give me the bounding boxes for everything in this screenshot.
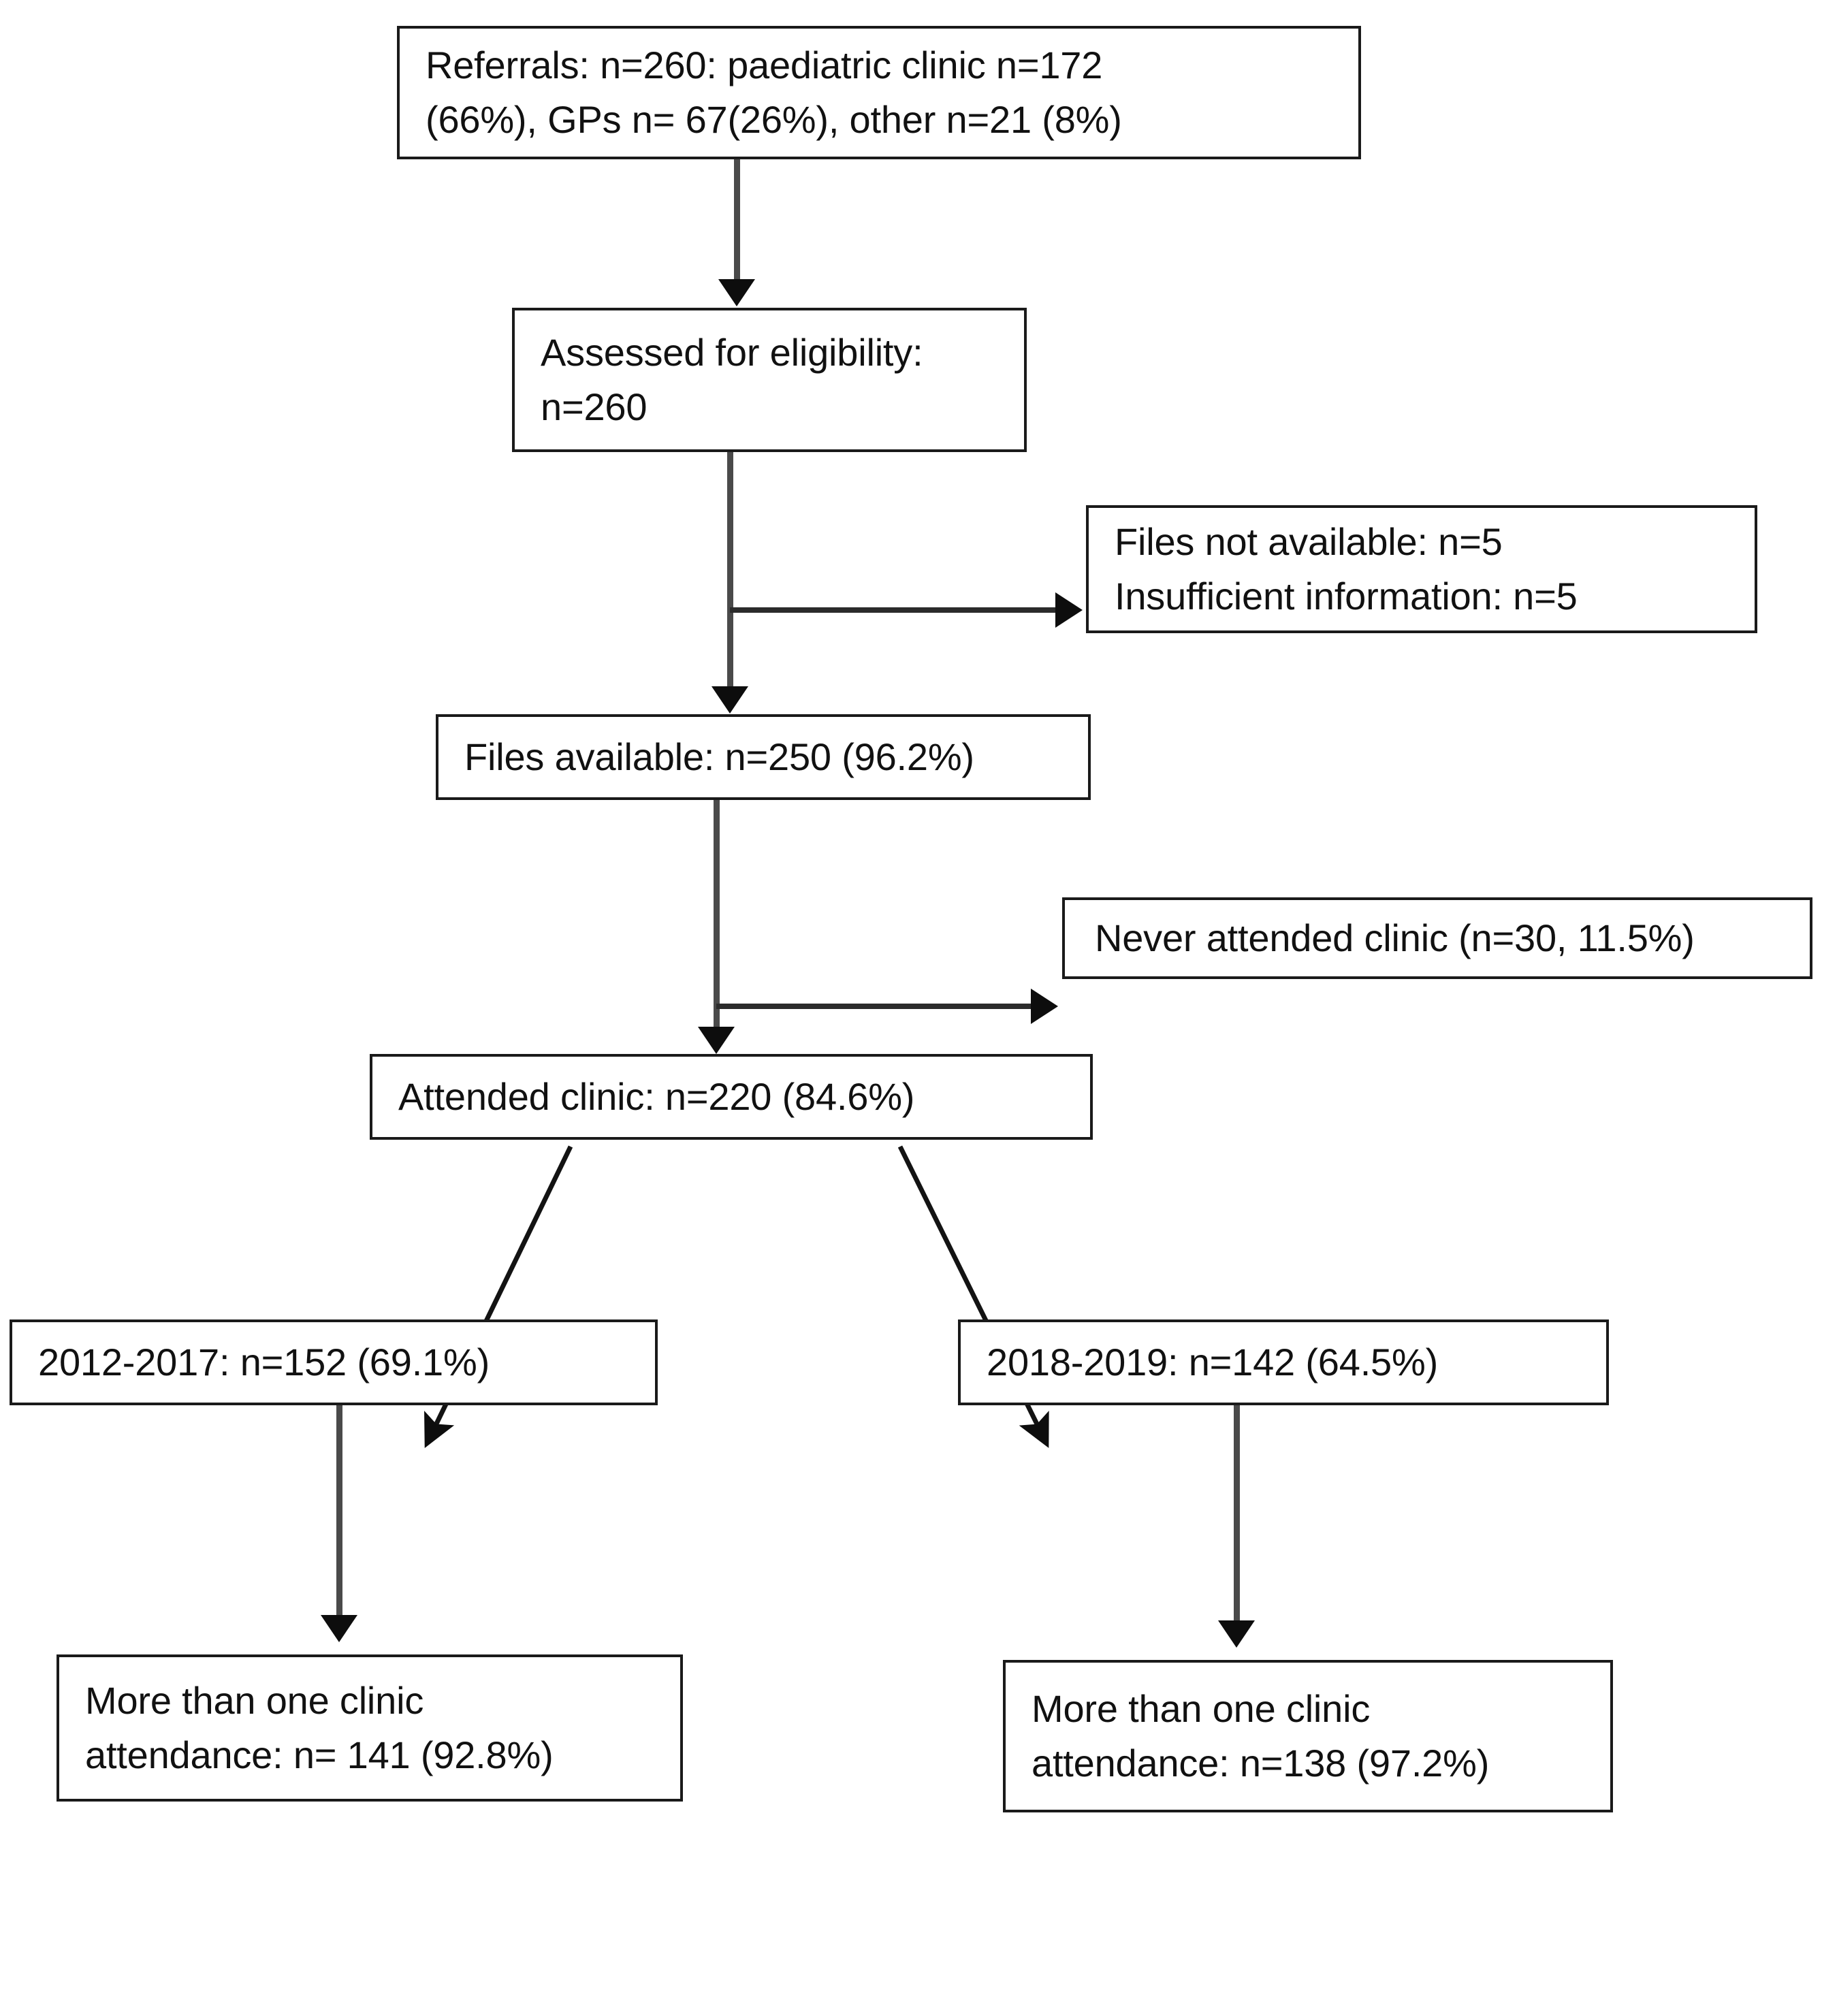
node-more-than-one-attendance-2018-2019: More than one clinic attendance: n=138 (… [1003, 1660, 1613, 1812]
node-files-excluded-line-2: Insufficient information: n=5 [1115, 575, 1578, 618]
node-assessed-line-1: Assessed for eligibility: [541, 331, 923, 374]
node-period-2018-2019: 2018-2019: n=142 (64.5%) [958, 1319, 1609, 1405]
node-files-available-line-1: Files available: n=250 (96.2%) [464, 735, 974, 779]
node-files-available: Files available: n=250 (96.2%) [436, 714, 1091, 800]
node-referrals-line-2: (66%), GPs n= 67(26%), other n=21 (8%) [426, 98, 1122, 141]
node-more-left-line-1: More than one clinic [85, 1679, 424, 1723]
node-attended-clinic: Attended clinic: n=220 (84.6%) [370, 1054, 1093, 1140]
node-assessed-for-eligibility: Assessed for eligibility: n=260 [512, 308, 1027, 452]
node-never-attended-clinic: Never attended clinic (n=30, 11.5%) [1062, 897, 1812, 979]
node-files-excluded-line-1: Files not available: n=5 [1115, 520, 1503, 564]
node-referrals: Referrals: n=260: paediatric clinic n=17… [397, 26, 1361, 159]
node-period-2018-2019-line-1: 2018-2019: n=142 (64.5%) [987, 1341, 1439, 1384]
node-files-excluded: Files not available: n=5 Insufficient in… [1086, 505, 1757, 633]
node-never-attended-line-1: Never attended clinic (n=30, 11.5%) [1095, 916, 1695, 960]
node-period-2012-2017: 2012-2017: n=152 (69.1%) [10, 1319, 658, 1405]
node-assessed-line-2: n=260 [541, 385, 648, 428]
node-more-right-line-2: attendance: n=138 (97.2%) [1032, 1742, 1490, 1785]
node-referrals-line-1: Referrals: n=260: paediatric clinic n=17… [426, 44, 1103, 87]
node-more-left-line-2: attendance: n= 141 (92.8%) [85, 1733, 554, 1776]
node-more-right-line-1: More than one clinic [1032, 1687, 1371, 1731]
node-more-than-one-attendance-2012-2017: More than one clinic attendance: n= 141 … [57, 1654, 683, 1802]
node-period-2012-2017-line-1: 2012-2017: n=152 (69.1%) [38, 1341, 490, 1384]
node-attended-line-1: Attended clinic: n=220 (84.6%) [398, 1075, 915, 1119]
